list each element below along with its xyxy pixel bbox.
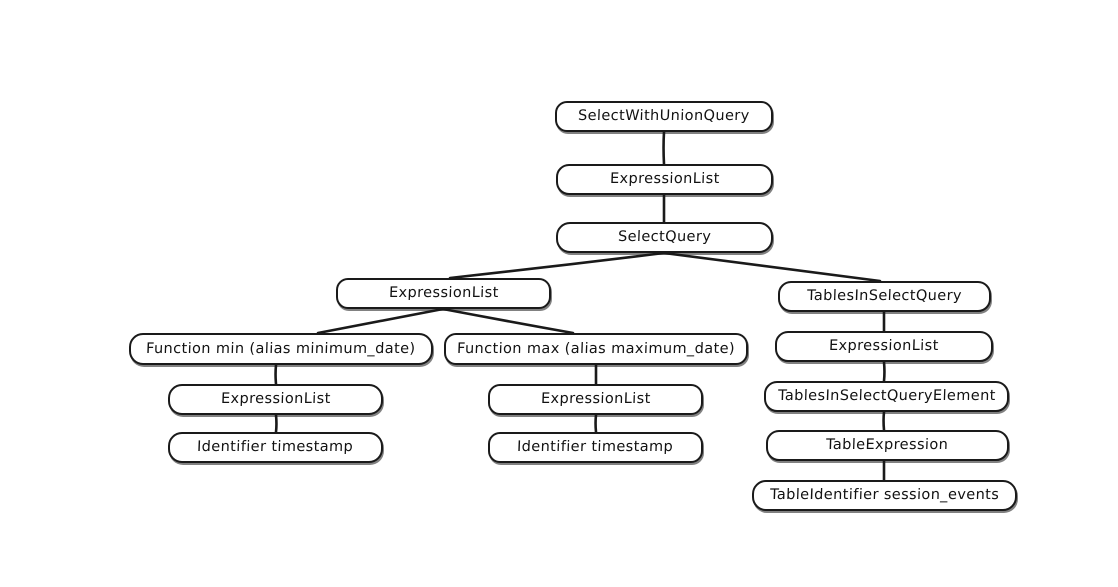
tree-node-n6[interactable]: Function min (alias minimum_date) <box>129 333 433 365</box>
tree-node-label: ExpressionList <box>828 338 940 355</box>
tree-node-label: ExpressionList <box>609 171 720 188</box>
edge-n3-n4 <box>448 251 666 280</box>
tree-node-label: ExpressionList <box>540 391 651 408</box>
tree-node-label: Function max (alias maximum_date) <box>456 340 736 357</box>
tree-node-label: TableExpression <box>826 437 949 454</box>
tree-node-label: SelectWithUnionQuery <box>577 108 751 125</box>
edge-n4-n7 <box>441 307 575 335</box>
tree-node-n7[interactable]: Function max (alias maximum_date) <box>444 333 748 365</box>
tree-node-n12[interactable]: Identifier timestamp <box>168 432 383 463</box>
tree-node-n15[interactable]: TableIdentifier session_events <box>752 480 1017 511</box>
tree-node-label: TablesInSelectQuery <box>806 288 963 305</box>
edge-n4-n6 <box>316 307 445 335</box>
tree-node-label: TableIdentifier session_events <box>769 487 1000 504</box>
tree-node-n14[interactable]: TableExpression <box>766 430 1009 461</box>
tree-node-label: ExpressionList <box>220 391 331 408</box>
tree-node-label: Function min (alias minimum_date) <box>145 340 417 357</box>
tree-node-label: SelectQuery <box>617 229 712 246</box>
tree-node-n1[interactable]: SelectWithUnionQuery <box>555 101 773 132</box>
tree-node-label: Identifier timestamp <box>517 439 674 456</box>
tree-node-n11[interactable]: TablesInSelectQueryElement <box>764 381 1009 412</box>
tree-node-n3[interactable]: SelectQuery <box>556 222 773 253</box>
tree-node-n4[interactable]: ExpressionList <box>336 278 551 309</box>
tree-node-n13[interactable]: Identifier timestamp <box>488 432 703 463</box>
tree-node-n9[interactable]: ExpressionList <box>168 384 383 415</box>
tree-node-label: ExpressionList <box>388 285 499 302</box>
tree-node-n2[interactable]: ExpressionList <box>556 164 773 195</box>
tree-node-n5[interactable]: TablesInSelectQuery <box>778 281 991 312</box>
tree-node-n8[interactable]: ExpressionList <box>775 331 993 362</box>
tree-node-label: TablesInSelectQueryElement <box>777 388 996 405</box>
tree-node-label: Identifier timestamp <box>197 439 354 456</box>
edge-n3-n5 <box>662 251 882 283</box>
tree-node-n10[interactable]: ExpressionList <box>488 384 703 415</box>
